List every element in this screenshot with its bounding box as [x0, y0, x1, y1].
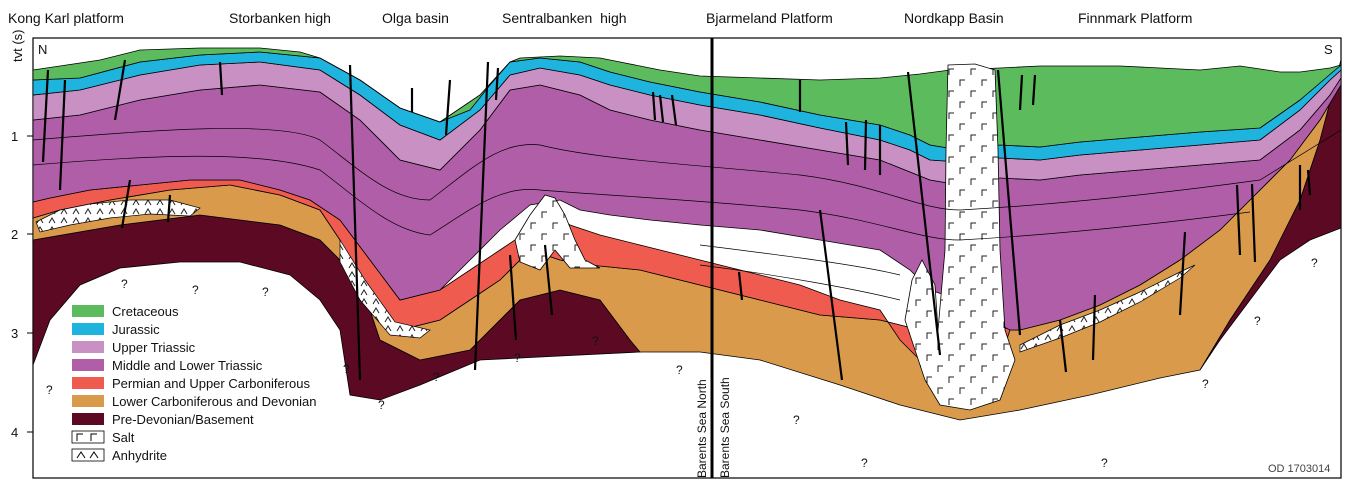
legend-label: Middle and Lower Triassic	[112, 358, 263, 373]
legend-swatch	[71, 448, 105, 462]
legend-swatch	[72, 377, 104, 389]
horizon-lines	[32, 128, 1342, 301]
unknown-marker: ?	[378, 398, 385, 412]
unknown-marker: ?	[1101, 456, 1108, 470]
axis-label: tvt (s)	[10, 30, 25, 63]
unknown-marker: ?	[514, 351, 521, 365]
legend-swatch	[72, 413, 104, 425]
salt-body-nordkapp	[904, 63, 1016, 411]
legend-item-pre-devonian: Pre-Devonian/Basement	[72, 412, 254, 427]
region-label-finnmark: Finnmark Platform	[1078, 10, 1192, 26]
legend-label: Lower Carboniferous and Devonian	[112, 394, 317, 409]
unknown-marker: ?	[121, 277, 128, 291]
legend-item-lower-carboniferous: Lower Carboniferous and Devonian	[72, 394, 317, 409]
legend-item-upper-triassic: Upper Triassic	[72, 340, 196, 355]
anhydrite-symbol	[76, 451, 99, 459]
region-labels: Kong Karl platform Storbanken high Olga …	[8, 10, 1192, 26]
axis-tick-2: 2	[11, 227, 18, 242]
unknown-marker: ?	[1202, 377, 1209, 391]
anhydrite-band-finnmark	[1019, 264, 1196, 353]
unknown-marker: ?	[192, 283, 199, 297]
legend-label: Upper Triassic	[112, 340, 196, 355]
unknown-marker: ?	[46, 383, 53, 397]
faults	[41, 59, 1312, 381]
legend-item-cretaceous: Cretaceous	[72, 304, 179, 319]
legend-item-salt: Salt	[71, 430, 135, 445]
legend-item-permian: Permian and Upper Carboniferous	[72, 376, 310, 391]
unknown-marker: ?	[433, 370, 440, 384]
legend-swatch	[72, 305, 104, 317]
region-label-sentralbanken: Sentralbanken high	[502, 10, 627, 26]
region-label-storbanken: Storbanken high	[229, 10, 331, 26]
unknown-marker: ?	[1311, 256, 1318, 270]
legend-swatch	[72, 359, 104, 371]
legend-label: Pre-Devonian/Basement	[112, 412, 254, 427]
legend-swatch	[72, 323, 104, 335]
unknown-marker: ?	[343, 362, 350, 376]
unknown-marker: ?	[793, 413, 800, 427]
unknown-marker: ?	[676, 363, 683, 377]
unknown-marker: ?	[861, 456, 868, 470]
figure-id: OD 1703014	[1268, 463, 1330, 475]
axis-tick-1: 1	[11, 129, 18, 144]
region-label-kong-karl: Kong Karl platform	[8, 10, 124, 26]
legend: Cretaceous Jurassic Upper Triassic Middl…	[71, 304, 317, 463]
salt-body-sentralbanken	[514, 194, 601, 271]
unknown-marker: ?	[592, 334, 599, 348]
direction-north: N	[38, 42, 47, 57]
legend-swatch	[72, 341, 104, 353]
unknown-markers: ? ? ? ? ? ? ? ? ? ? ? ? ? ? ? ?	[46, 256, 1318, 470]
legend-label: Cretaceous	[112, 304, 179, 319]
layer-cretaceous	[32, 47, 1342, 151]
anhydrite-band-north	[35, 199, 201, 233]
legend-item-anhydrite: Anhydrite	[71, 448, 167, 463]
axis-tick-3: 3	[11, 326, 18, 341]
boundary-label-south: Barents Sea South	[718, 377, 732, 478]
legend-label: Salt	[112, 430, 135, 445]
depth-axis: tvt (s) 1 2 3 4	[10, 30, 34, 478]
legend-swatch	[72, 395, 104, 407]
boundary-label-north: Barents Sea North	[695, 379, 709, 478]
axis-tick-4: 4	[11, 425, 18, 440]
region-label-nordkapp: Nordkapp Basin	[904, 10, 1004, 26]
unknown-marker: ?	[1254, 314, 1261, 328]
legend-label: Jurassic	[112, 322, 160, 337]
legend-item-jurassic: Jurassic	[72, 322, 160, 337]
region-label-bjarmeland: Bjarmeland Platform	[706, 10, 833, 26]
salt-symbol	[76, 433, 97, 441]
legend-item-middle-lower-triassic: Middle and Lower Triassic	[72, 358, 263, 373]
legend-label: Permian and Upper Carboniferous	[112, 376, 310, 391]
unknown-marker: ?	[262, 285, 269, 299]
direction-south: S	[1324, 42, 1333, 57]
region-label-olga: Olga basin	[382, 10, 449, 26]
legend-label: Anhydrite	[112, 448, 167, 463]
